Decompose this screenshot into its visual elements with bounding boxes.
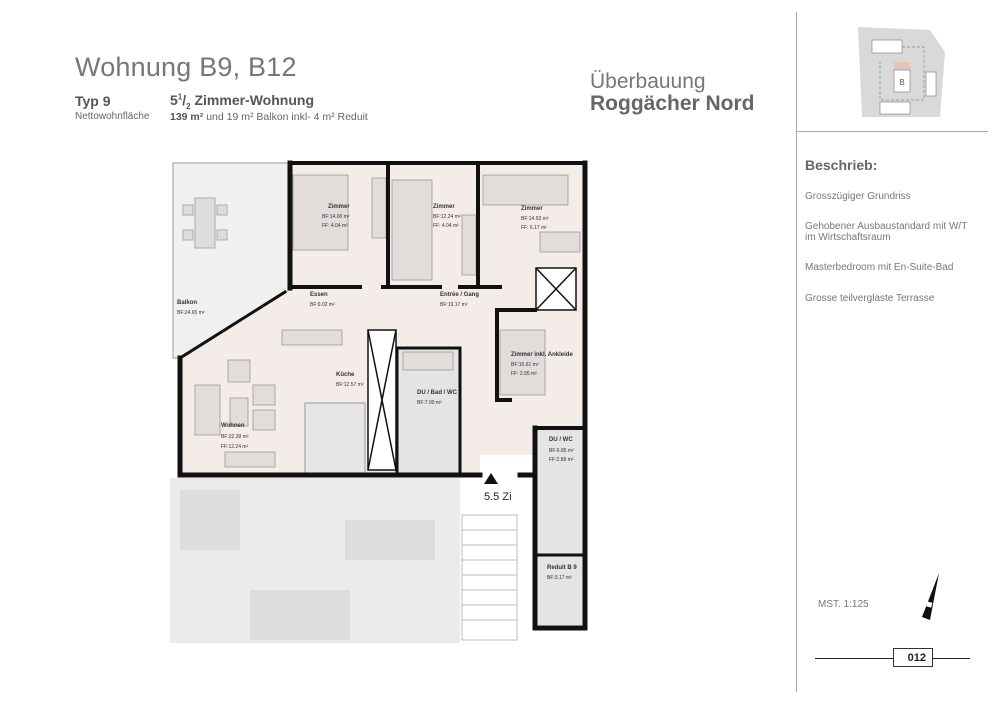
svg-text:Entrée / Gang: Entrée / Gang [440,292,479,298]
svg-text:Zimmer: Zimmer [521,206,543,212]
apartment-title: Wohnung B9, B12 [75,52,297,82]
area-main: 139 m² [170,111,204,123]
page-number: 012 [893,648,933,667]
apartment-interior [180,163,585,474]
svg-text:FF: 4.04 m²: FF: 4.04 m² [322,223,348,229]
description-heading: Beschrieb: [805,157,878,173]
unit-label: 5.5 Zi [484,491,512,503]
svg-text:BF:15.61 m²: BF:15.61 m² [511,362,539,368]
svg-text:BF:9.02 m²: BF:9.02 m² [310,302,335,308]
neighbor-room [250,590,350,640]
rooms-whole: 5 [170,92,178,108]
description-item: Masterbedroom mit En-Suite-Bad [805,262,954,273]
svg-text:Wohnen: Wohnen [221,423,245,429]
net-area-label: Nettowohnfläche [75,111,150,122]
svg-text:FF: 2.95 m²: FF: 2.95 m² [511,371,537,377]
site-path [879,46,925,101]
svg-text:Zimmer: Zimmer [433,204,455,210]
rooms-fraction-den: 2 [186,101,191,111]
neighbor-kitchen [345,520,435,560]
type-label: Typ 9 [75,93,111,109]
description-item: Grosse teilverglaste Terrasse [805,293,935,304]
rooms-fraction-num: 1 [177,92,183,102]
scale-label: MST. 1:125 [818,599,869,610]
entrance-arrow-icon [484,473,498,484]
area-rest: und 19 m² Balkon inkl- 4 m² Reduit [203,111,368,123]
svg-text:BF:19.17 m²: BF:19.17 m² [440,302,468,308]
svg-text:Küche: Küche [336,372,355,378]
divider-vertical [796,12,797,692]
description-item: Gehobener Ausbaustandard mit W/T im Wirt… [805,221,968,243]
svg-text:Zimmer: Zimmer [328,204,350,210]
rooms-text: Zimmer-Wohnung [190,92,314,108]
area-summary: 139 m² und 19 m² Balkon inkl- 4 m² Redui… [170,111,368,123]
building-c [925,71,937,97]
svg-text:FF:2.88 m²: FF:2.88 m² [549,457,574,463]
svg-text:BF:12.57 m²: BF:12.57 m² [336,382,364,388]
svg-text:BF:24.65 m²: BF:24.65 m² [177,310,205,316]
room-count: 51/2 Zimmer-Wohnung [170,92,314,111]
svg-text:Zimmer inkl. Ankleide: Zimmer inkl. Ankleide [511,352,573,358]
building-b [893,69,911,93]
svg-text:BF:22.39 m²: BF:22.39 m² [221,434,249,440]
kitchen-island [304,402,366,474]
svg-text:FF: 4.04 m²: FF: 4.04 m² [433,223,459,229]
room-du-bad-wc: DU / Bad / WC BF:7.90 m² [417,390,458,406]
svg-text:Essen: Essen [310,292,328,298]
shower-wc-floor [535,428,585,625]
site-plan: B [858,27,945,117]
project-line-2: Roggächer Nord [590,92,755,115]
svg-text:BF:14.93 m²: BF:14.93 m² [521,216,549,222]
svg-text:BF:14.00 m²: BF:14.00 m² [322,214,350,220]
svg-text:FF:12.24 m²: FF:12.24 m² [221,444,249,450]
project-line-1: Überbauung [590,70,706,93]
svg-text:DU / WC: DU / WC [549,437,573,443]
svg-text:BF:6.85 m²: BF:6.85 m² [549,448,574,454]
svg-text:Reduit B 9: Reduit B 9 [547,565,577,571]
building-a [871,39,903,54]
svg-text:DU / Bad / WC: DU / Bad / WC [417,390,458,396]
svg-text:FF: 6.17 m²: FF: 6.17 m² [521,225,547,231]
building-d [879,101,911,115]
svg-text:Balkon: Balkon [177,300,197,306]
room-reduit: Reduit B 9 BF:3.17 m² [547,565,577,581]
balcony-table [182,197,228,249]
page-number-line [815,658,970,659]
neighbor-bed [180,490,240,550]
divider-horizontal [796,131,988,132]
svg-text:BF:3.17 m²: BF:3.17 m² [547,575,572,581]
unit-highlight [894,62,910,70]
walls [177,160,588,631]
building-b-label: B [899,78,904,87]
room-du-wc: DU / WC BF:6.85 m² FF:2.88 m² [549,437,574,463]
description-item: Grosszügiger Grundriss [805,191,911,202]
svg-text:BF:12.24 m²: BF:12.24 m² [433,214,461,220]
furniture [194,174,581,468]
svg-text:BF:7.90 m²: BF:7.90 m² [417,400,442,406]
north-arrow-icon [922,573,939,620]
stairs [461,514,518,641]
ventilation-shafts [367,267,577,471]
